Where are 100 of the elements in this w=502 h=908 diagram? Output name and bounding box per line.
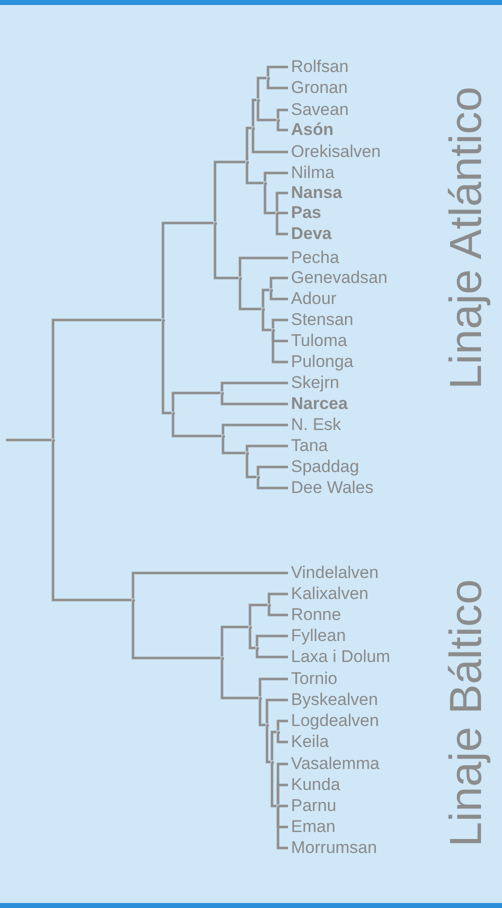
branch-node: [222, 434, 224, 438]
branch-node: [262, 308, 264, 310]
tree-branch: [256, 76, 266, 98]
tree-branch: [6, 438, 52, 442]
branch-node: [238, 276, 242, 280]
tree-branch: [222, 424, 288, 434]
tree-branch: [276, 784, 288, 804]
tree-branch: [280, 804, 288, 808]
branch-node: [162, 318, 164, 322]
tree-branch: [220, 394, 288, 406]
branch-node: [220, 392, 224, 394]
taxon-label: Savean: [291, 100, 349, 119]
taxon-label: Pulonga: [291, 352, 354, 371]
taxon-label: Vasalemma: [291, 754, 380, 773]
tree-branch: [272, 318, 288, 328]
tree-branch: [252, 130, 288, 154]
taxon-label: Eman: [291, 817, 336, 836]
taxon-label: Adour: [291, 289, 336, 308]
tree-branch: [132, 572, 288, 598]
tree-branch: [270, 730, 276, 760]
tree-branch: [246, 444, 288, 452]
branch-node: [246, 452, 248, 454]
tree-branch: [162, 222, 214, 318]
branch-node: [220, 656, 224, 660]
tree-branch: [256, 650, 288, 658]
taxon-label: Genevadsan: [291, 268, 388, 287]
tree-branch: [220, 382, 288, 392]
tree-branch: [276, 214, 288, 236]
tree-branch: [132, 602, 220, 660]
branch-node: [258, 696, 262, 700]
branch-node: [270, 760, 274, 764]
tree-branch: [246, 164, 264, 184]
taxon-label: Fyllean: [291, 626, 346, 645]
taxon-label: Kunda: [291, 775, 340, 794]
taxon-label: Keila: [291, 732, 329, 751]
tree-branch: [262, 310, 272, 332]
tree-branch: [270, 276, 288, 288]
branch-node: [272, 328, 274, 332]
tree-branch: [220, 626, 248, 656]
branch-node: [266, 724, 268, 726]
tree-branch: [256, 478, 288, 490]
tree-branch: [238, 256, 288, 276]
branch-node: [256, 98, 260, 102]
tree-branch: [246, 126, 252, 160]
branch-node: [270, 288, 272, 292]
tree-branch: [268, 606, 288, 616]
lineage-label: Linaje Báltico: [441, 579, 491, 847]
tree-branch: [248, 604, 268, 626]
tree-branch: [266, 726, 270, 764]
tree-branch: [270, 292, 288, 300]
tree-branch: [268, 592, 288, 604]
tree-branch: [52, 318, 162, 438]
tree-branch: [220, 660, 258, 700]
taxon-label: Morrumsan: [291, 838, 377, 857]
tree-branch: [214, 160, 246, 222]
tree-branch: [258, 700, 266, 726]
tree-branch: [264, 172, 288, 182]
tree-branch: [262, 288, 270, 308]
branch-node: [246, 160, 248, 164]
taxon-label: Gronan: [291, 78, 348, 97]
tree-branch: [172, 414, 222, 438]
taxon-label: Parnu: [291, 796, 336, 815]
taxon-label: Spaddag: [291, 457, 360, 476]
tree-branch: [256, 102, 276, 122]
tree-branch: [238, 280, 262, 310]
tree-branch: [270, 764, 276, 808]
tree-branch: [266, 66, 288, 76]
taxon-label: Tuloma: [291, 331, 348, 350]
branch-node: [276, 804, 280, 808]
taxon-label: Logdealven: [291, 711, 379, 730]
taxon-label: Pas: [291, 203, 322, 222]
taxon-label: Pecha: [291, 248, 340, 267]
taxon-label: Deva: [291, 224, 332, 243]
tree-branch: [276, 734, 288, 744]
taxon-label: Asón: [291, 120, 334, 139]
taxon-label: Tana: [291, 436, 328, 455]
branch-node: [214, 222, 216, 224]
tree-branch: [248, 628, 256, 650]
branch-node: [252, 126, 254, 130]
tree-branch: [256, 466, 288, 476]
tree-branch: [172, 392, 220, 412]
tree-branch: [264, 184, 276, 214]
taxon-label: Narcea: [291, 394, 348, 413]
branch-node: [266, 76, 270, 80]
tree-branch: [52, 442, 132, 602]
branch-node: [52, 438, 54, 442]
taxon-label: Skejrn: [291, 373, 340, 392]
tree-branch: [266, 698, 288, 724]
tree-branch: [278, 212, 288, 214]
taxon-label: Laxa i Dolum: [291, 647, 390, 666]
branch-node: [264, 182, 266, 184]
branch-node: [256, 646, 258, 650]
branch-node: [276, 118, 280, 122]
taxon-label: Nilma: [291, 163, 334, 182]
taxon-label: Nansa: [291, 183, 342, 202]
branch-node: [268, 604, 270, 606]
tree-branch: [276, 808, 288, 850]
tree-branch: [222, 438, 246, 454]
tree-branch: [276, 192, 288, 212]
branch-node: [276, 212, 278, 214]
